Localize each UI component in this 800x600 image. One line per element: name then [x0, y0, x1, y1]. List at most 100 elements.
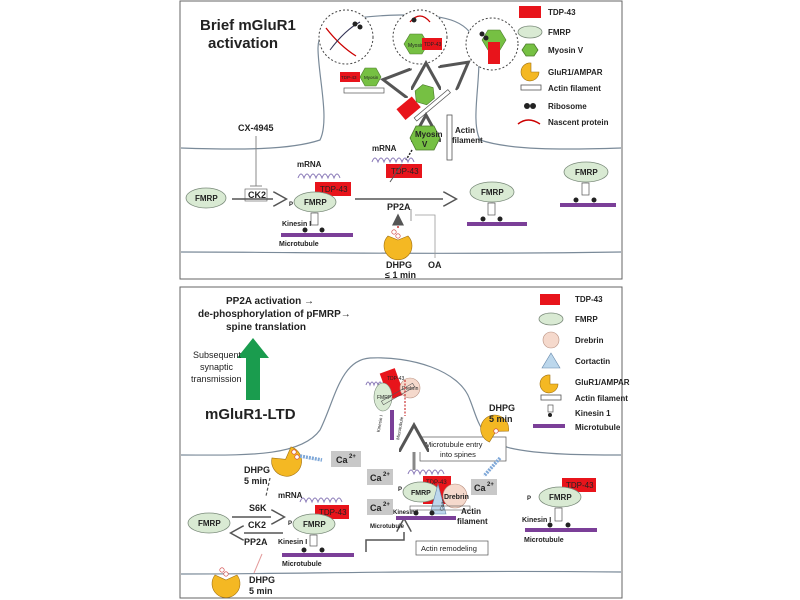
- top-dendrite-membrane: [180, 251, 622, 254]
- tdp43-label-bottom-right: TDP-43: [566, 481, 594, 490]
- legend-b-microtubule-swatch: [533, 424, 565, 428]
- legend-b-cortactin-swatch: [541, 352, 561, 369]
- ca-label-3: Ca: [370, 503, 382, 513]
- legend-b-actin-swatch: [540, 394, 562, 401]
- ca-box-4: [471, 479, 497, 495]
- svg-text:Kinesin I: Kinesin I: [393, 510, 418, 516]
- fmrp-bottom-right-label: FMRP: [549, 493, 572, 502]
- svg-text:Myosin: Myosin: [408, 43, 424, 49]
- legend-b-microtubule-label: Microtubule: [575, 423, 621, 432]
- svg-text:P: P: [398, 487, 402, 493]
- legend-glur-label: GluR1/AMPAR: [548, 68, 603, 77]
- fmrp-center-top: [293, 191, 337, 213]
- drebrin-label: Drebrin: [444, 494, 469, 501]
- legend-fmrp-swatch: [517, 25, 543, 39]
- dhpg-right-time: 5 min: [489, 414, 513, 424]
- fmrp-left-top: [185, 187, 227, 209]
- dhpg-bottom-left: DHPG: [244, 465, 270, 475]
- ca-label-4: Ca: [474, 483, 486, 493]
- ca-sup-3: 2+: [383, 502, 390, 508]
- actin-label-2: filament: [452, 136, 483, 145]
- spine-myosin-complex: TDP-43 Myosin: [340, 67, 385, 94]
- legend-b-glur-swatch: [539, 374, 559, 394]
- ca-influx-left: [299, 454, 323, 462]
- dhpg-bottom-left-time: 5 min: [244, 476, 268, 486]
- microtubule-bottom-center: [282, 553, 354, 557]
- ca-box-3: [367, 499, 393, 515]
- top-legend: TDP-43 FMRP Myosin V GluR1/AMPAR Actin f…: [517, 6, 609, 127]
- top-title-line1: Brief mGluR1: [200, 17, 296, 34]
- svg-text:TDP-43: TDP-43: [426, 480, 447, 486]
- legend-b-fmrp-swatch: [538, 312, 564, 326]
- svg-text:TDP-43: TDP-43: [341, 75, 357, 80]
- fmrp-right-label-2: FMRP: [575, 168, 598, 177]
- actin-remodel-label: Actin remodeling: [421, 544, 477, 553]
- s6k-label: S6K: [249, 503, 267, 513]
- mt-entry-2: into spines: [440, 450, 476, 459]
- bottom-spine-membrane: [180, 357, 622, 456]
- bottom-title: mGluR1-LTD: [205, 406, 296, 423]
- ca-label-2: Ca: [370, 473, 382, 483]
- glur-receptor-bottom-left: [271, 446, 302, 477]
- actin-filament-vertical: [446, 114, 453, 161]
- ca-influx-right: [482, 456, 502, 478]
- legend-b-tdp43-swatch: [540, 294, 560, 305]
- svg-text:FMRP: FMRP: [411, 490, 431, 497]
- legend-b-tdp43-label: TDP-43: [575, 295, 603, 304]
- microtubule-top-right-1: [467, 222, 527, 226]
- legend-b-kinesin-label: Kinesin 1: [575, 409, 611, 418]
- glur-receptor-bottom: [211, 574, 241, 598]
- tdp43-label-center: TDP-43: [320, 185, 348, 194]
- dhpg-bottom-time: 5 min: [249, 586, 273, 596]
- drebrin-mid: [442, 483, 468, 509]
- legend-actin-swatch: [520, 84, 542, 91]
- subsequent-3: transmission: [191, 374, 242, 384]
- spine-neck-complex: [396, 84, 451, 122]
- tdp43-label-bottom: TDP-43: [319, 508, 347, 517]
- spine-head-complex: TDP-43 FMRP Drebrin Kinesin I Microtubul…: [365, 368, 421, 440]
- ca-sup-2: 2+: [383, 472, 390, 478]
- actin-label-1: Actin: [455, 126, 475, 135]
- myosin-v-label: V: [422, 140, 428, 149]
- ca-label-1: Ca: [336, 455, 348, 465]
- tdp43-label-top: TDP-43: [391, 167, 419, 176]
- tdp43-box-center: [315, 182, 351, 196]
- ca-sup-4: 2+: [487, 482, 494, 488]
- legend-b-cortactin-label: Cortactin: [575, 357, 610, 366]
- top-spine-membrane: [180, 14, 622, 150]
- phospho-p-bottom: P: [288, 521, 292, 527]
- spine-translation-circle-left: [318, 9, 374, 65]
- pp2a-inhibit-line: [253, 553, 263, 574]
- legend-b-drebrin-label: Drebrin: [575, 336, 604, 345]
- bottom-dendrite-membrane: [180, 570, 622, 575]
- kinesin-label-top: Kinesin I: [282, 221, 311, 228]
- spine-tdp-label: TDP-43: [387, 376, 404, 382]
- dhpg-to-s6k: [265, 477, 271, 497]
- bottom-legend: TDP-43 FMRP Drebrin Cortactin GluR1/AMPA…: [533, 294, 630, 432]
- legend-ribosome-label: Ribosome: [548, 102, 587, 111]
- svg-text:TDP-43: TDP-43: [424, 42, 441, 48]
- arrow-right-spine: [448, 64, 466, 78]
- dhpg-right: DHPG: [489, 403, 515, 413]
- mrna-strand-bottom: [299, 497, 343, 504]
- fmrp-bottom-center: [292, 513, 336, 535]
- legend-ribosome-swatch: [524, 103, 530, 109]
- fmrp-bottom-left-label: FMRP: [198, 519, 221, 528]
- mrna-strand-top: [371, 157, 415, 164]
- fmrp-right-top-1: [469, 181, 515, 203]
- spine-translation-circle-middle: Myosin TDP-43: [392, 9, 448, 65]
- arrow-to-transport: [389, 163, 403, 183]
- myosin-v-complex: Myosin V: [405, 125, 443, 161]
- mrna-label-bottom: mRNA: [278, 491, 303, 500]
- top-title-line2: activation: [208, 35, 278, 52]
- arrow-left-spine: [386, 80, 400, 82]
- pp2a-label-top: PP2A: [387, 202, 411, 212]
- cx4945-label: CX-4945: [238, 123, 274, 133]
- dhpg-label-top: DHPG: [386, 260, 412, 270]
- kinesin-label-bottom-right: Kinesin I: [522, 517, 551, 524]
- oa-inhibition-line: [415, 214, 436, 258]
- green-up-arrow: [237, 338, 269, 400]
- mrna-label-top: mRNA: [372, 144, 397, 153]
- subsequent-1: Subsequent: [193, 350, 242, 360]
